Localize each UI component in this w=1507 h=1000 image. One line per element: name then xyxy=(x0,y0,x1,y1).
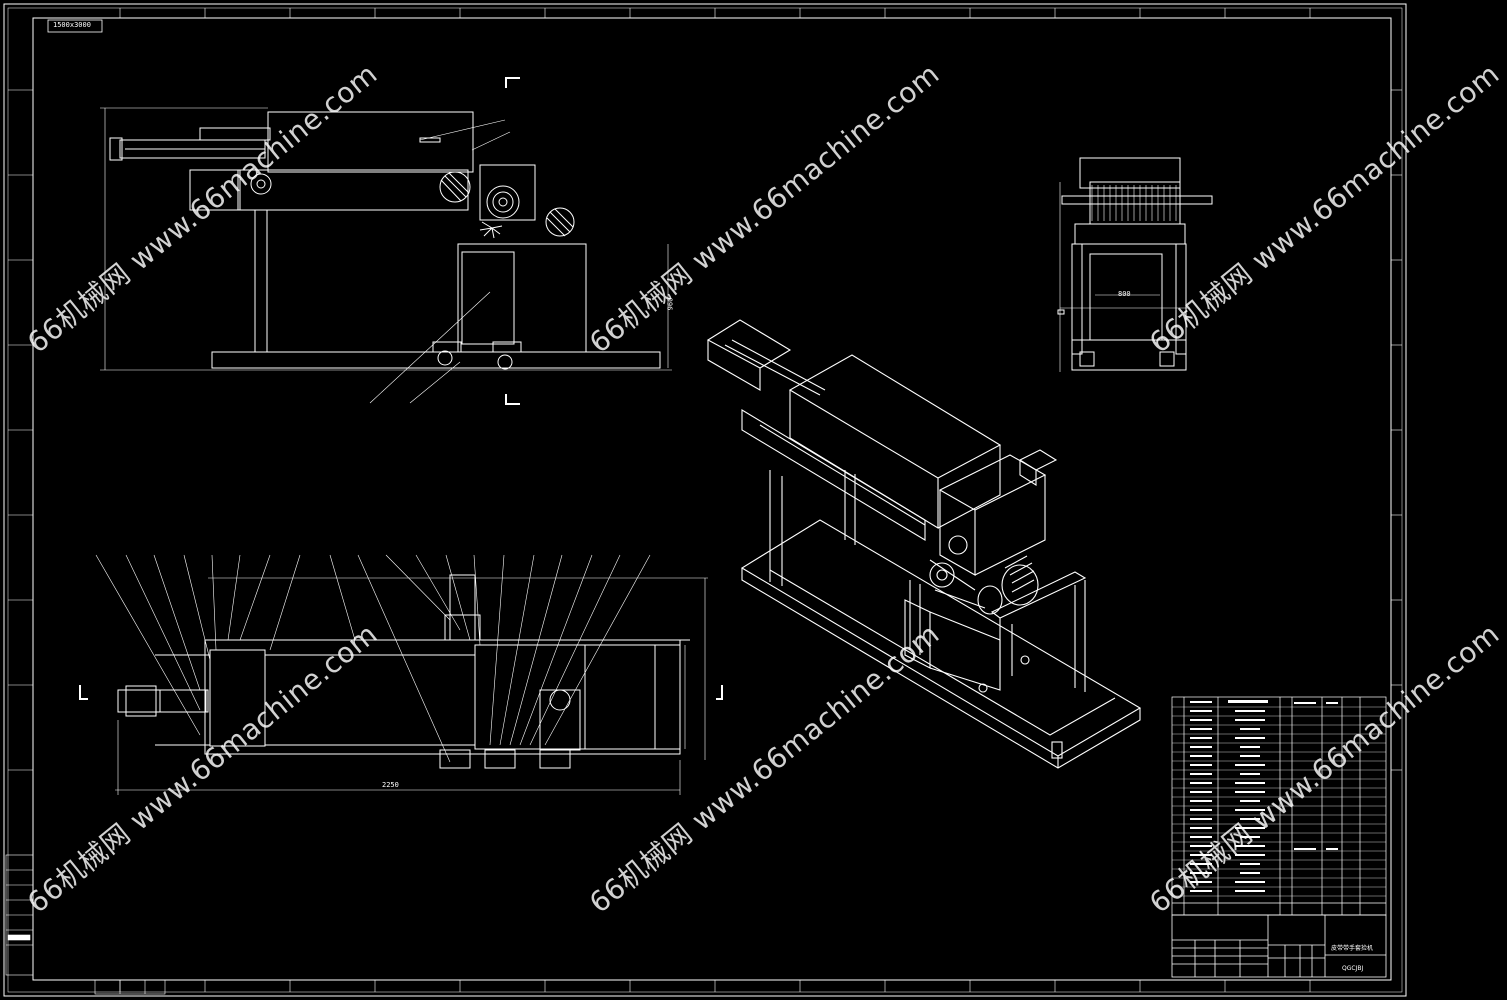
section-marks xyxy=(79,77,723,700)
balloon-leaders xyxy=(95,554,651,763)
title-block xyxy=(1171,914,1387,978)
front-view xyxy=(100,107,672,404)
title-block-name: 皮带带手套捡机 xyxy=(1331,945,1374,952)
top-view xyxy=(115,574,708,795)
dimension-length: 2250 xyxy=(382,781,399,789)
sheet-label-box xyxy=(47,19,103,33)
sheet-border xyxy=(3,3,1407,997)
bottom-revision-strip xyxy=(94,979,166,995)
zone-ticks xyxy=(8,8,1402,992)
drawing-sheet xyxy=(3,3,1407,997)
isometric-view xyxy=(706,319,1142,769)
parts-list-text xyxy=(1190,700,1338,892)
title-block-code: QGCJBJ xyxy=(1342,965,1364,972)
dimension-width: 800 xyxy=(1118,290,1131,298)
side-view xyxy=(1057,157,1213,372)
parts-list-table xyxy=(1171,696,1387,916)
sheet-size-label: 1500x3000 xyxy=(53,21,91,29)
left-revision-table xyxy=(5,854,34,976)
